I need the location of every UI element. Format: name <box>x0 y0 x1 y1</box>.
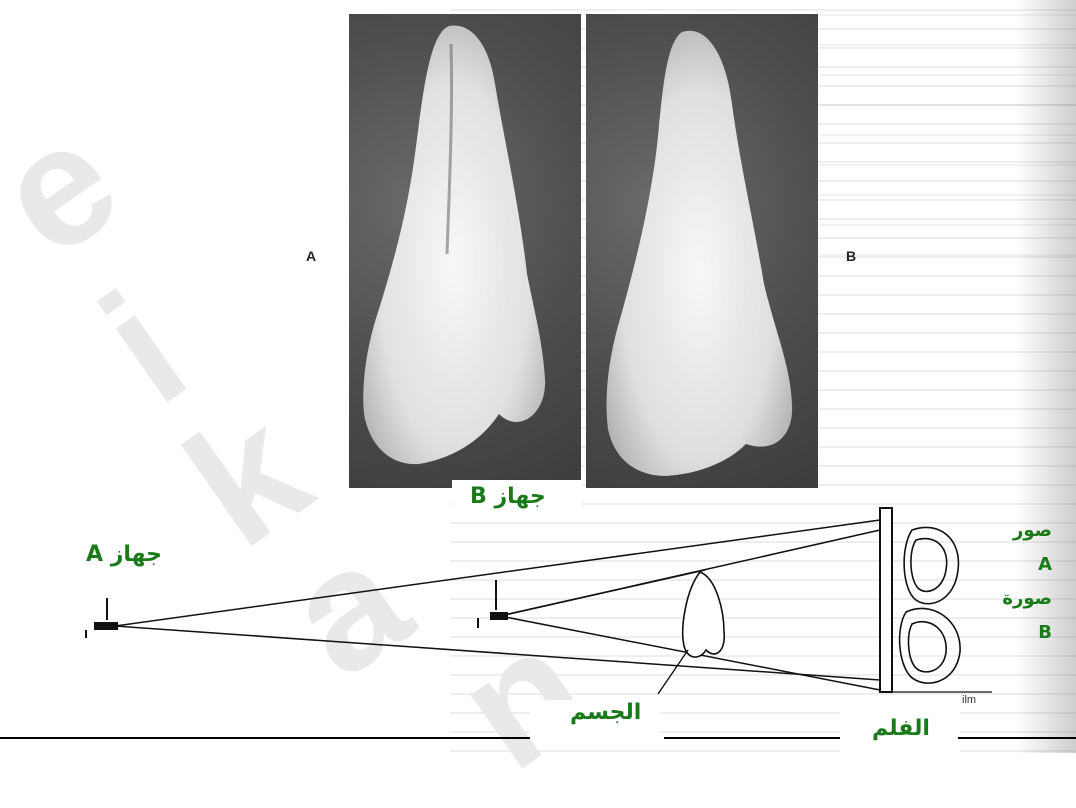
image-legend: صور A صورة B <box>990 514 1052 650</box>
machine-b-label: جهاز B <box>470 484 546 509</box>
rays-from-source-a <box>115 520 880 680</box>
x-ray-source-a <box>86 598 118 638</box>
bottom-rule-right <box>958 737 1076 739</box>
legend-line-4: B <box>990 616 1052 650</box>
object-tooth <box>658 572 724 694</box>
film-label: الفلم <box>872 716 930 741</box>
object-label: الجسم <box>570 700 641 725</box>
film-caption: ilm <box>962 694 976 706</box>
projection-diagram <box>0 0 1076 753</box>
document-page: e i k a n <box>0 0 1076 753</box>
bottom-rule-left <box>0 737 530 739</box>
x-ray-source-b <box>478 580 508 628</box>
machine-a-label: جهاز A <box>86 542 162 567</box>
film-plate <box>880 508 892 692</box>
projected-images <box>900 527 960 683</box>
bottom-rule-middle <box>664 737 840 739</box>
legend-line-3: صورة <box>990 582 1052 616</box>
legend-line-2: A <box>990 548 1052 582</box>
legend-line-1: صور <box>990 514 1052 548</box>
